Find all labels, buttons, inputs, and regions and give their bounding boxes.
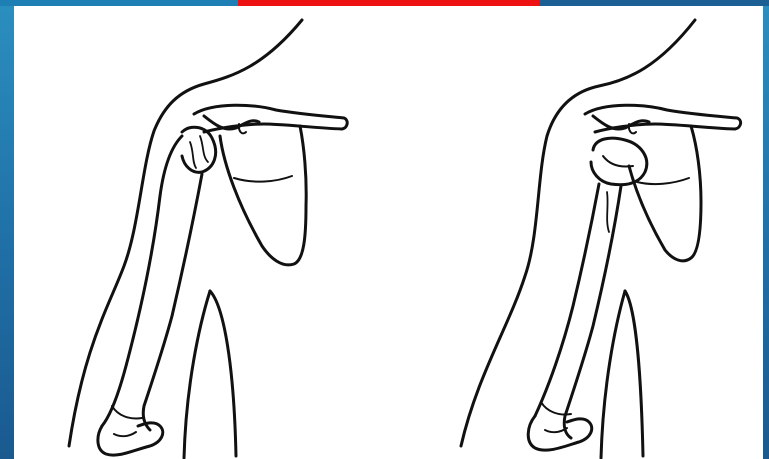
shoulder-illustration-right <box>389 6 763 459</box>
body-outline <box>461 20 695 446</box>
torso-contour-inner <box>601 291 625 458</box>
humerus <box>535 184 599 416</box>
humeral-head <box>591 138 647 185</box>
arm-skeleton-icon <box>14 6 388 459</box>
humeral-head <box>182 127 216 172</box>
torso-contour <box>210 291 236 456</box>
shoulder-illustration-left <box>14 6 388 459</box>
torso-contour <box>625 291 643 456</box>
torso-contour-inner <box>184 291 210 458</box>
scapula <box>220 126 306 265</box>
elbow-joint <box>98 423 163 455</box>
arm-skeleton-icon <box>389 6 763 459</box>
body-outline <box>69 20 302 446</box>
elbow-joint <box>528 416 592 450</box>
illustration-canvas <box>14 6 763 459</box>
clavicle <box>194 105 347 132</box>
